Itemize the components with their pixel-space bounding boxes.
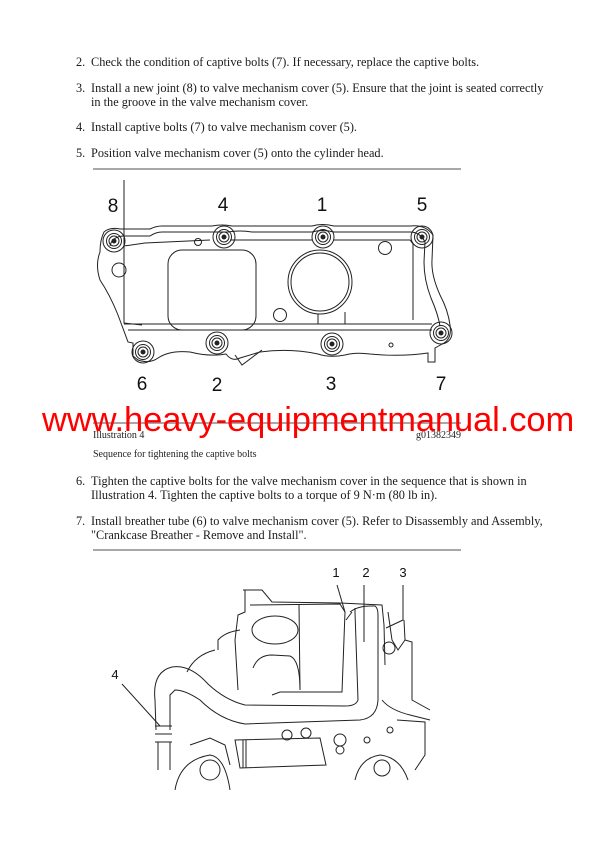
graphic-id: g01382349 [416, 430, 461, 441]
bolt-1 [311, 225, 335, 249]
valve-cover-diagram: 8 4 1 5 6 2 3 7 [97, 180, 453, 396]
step-number: 5. [76, 146, 86, 160]
engine-breather-diagram: 1 2 3 4 [111, 565, 431, 790]
step-text-line-2: in the groove in the valve mechanism cov… [91, 95, 309, 109]
callout-label-2: 2 [362, 565, 369, 580]
step-number: 3. [76, 81, 86, 95]
bolt-label-5: 5 [417, 195, 428, 216]
bolt-5 [410, 225, 434, 249]
bolt-2 [205, 331, 229, 355]
bolt-label-1: 1 [317, 195, 328, 216]
bolt-8 [102, 229, 126, 253]
bolt-label-4: 4 [218, 195, 229, 216]
illustration-caption: Sequence for tightening the captive bolt… [93, 449, 257, 460]
step-text-line-2: Illustration 4. Tighten the captive bolt… [91, 488, 438, 502]
callout-label-3: 3 [399, 565, 406, 580]
bolt-label-3: 3 [326, 374, 337, 395]
step-number: 2. [76, 55, 86, 69]
bolt-7 [429, 321, 453, 345]
callout-leader-3 [385, 585, 404, 629]
step-text-line-1: Install a new joint (8) to valve mechani… [91, 81, 544, 95]
step-text: Position valve mechanism cover (5) onto … [91, 146, 384, 160]
callout-leader-1 [336, 584, 346, 613]
callout-label-4: 4 [111, 667, 118, 682]
step-number: 6. [76, 474, 86, 488]
step-text-line-2: "Crankcase Breather - Remove and Install… [91, 528, 307, 542]
figure-top-rule [93, 168, 461, 170]
bolt-6 [131, 340, 155, 364]
step-text-line-1: Install breather tube (6) to valve mecha… [91, 514, 543, 528]
bolt-3 [320, 332, 344, 356]
illustration-title: Illustration 4 [93, 430, 145, 441]
callout-leader-4 [121, 683, 161, 727]
step-number: 4. [76, 120, 86, 134]
callout-label-1: 1 [332, 565, 339, 580]
figure-bottom-rule [93, 422, 461, 424]
bolt-4 [212, 225, 236, 249]
bolt-label-7: 7 [436, 374, 447, 395]
step-number: 7. [76, 514, 86, 528]
step-text-line-1: Tighten the captive bolts for the valve … [91, 474, 527, 488]
watermark-link[interactable]: www.heavy-equipmentmanual.com [42, 401, 575, 439]
bolt-label-6: 6 [137, 374, 148, 395]
step-text: Check the condition of captive bolts (7)… [91, 55, 480, 69]
step-text: Install captive bolts (7) to valve mecha… [91, 120, 358, 134]
bolt-label-8: 8 [108, 196, 119, 217]
figure-top-rule-2 [93, 549, 461, 551]
bolt-label-2: 2 [212, 375, 223, 396]
